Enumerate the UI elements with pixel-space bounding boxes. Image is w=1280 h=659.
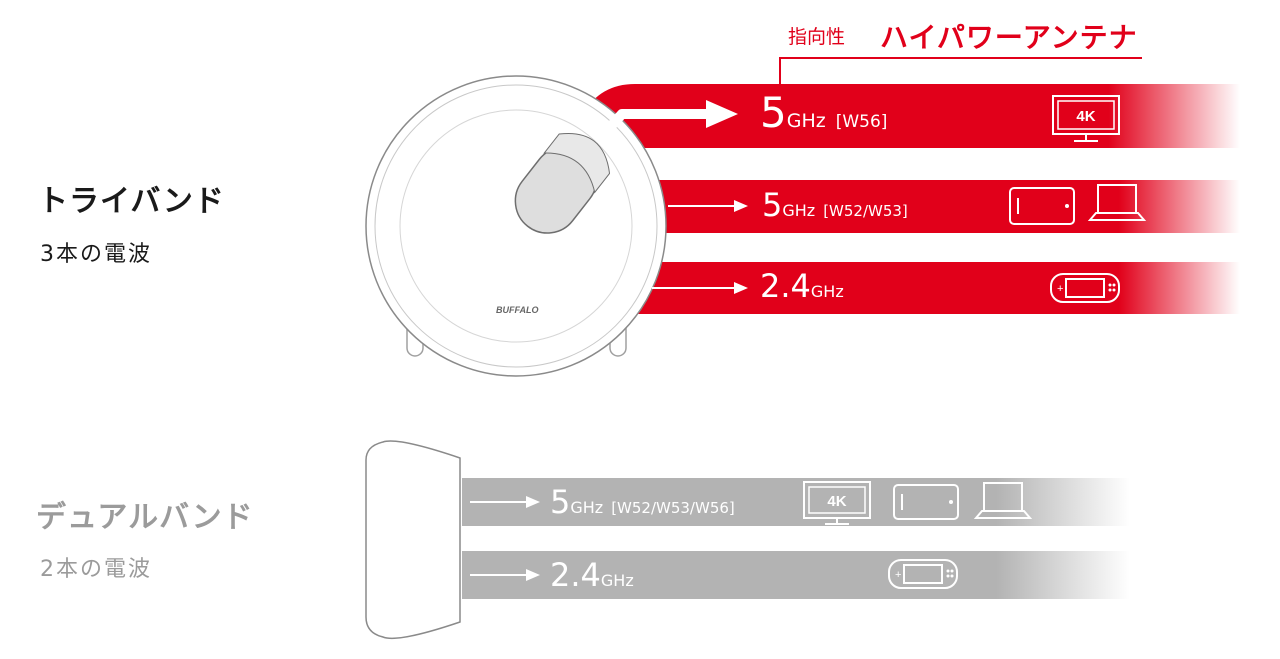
4k-tv-icon: 4K (1052, 95, 1120, 142)
annotation-directional: 指向性 (788, 26, 846, 48)
laptop-icon (1087, 184, 1147, 221)
band-label-5ghz-w52-w53: 5GHz[W52/W53] (762, 186, 908, 224)
smartphone-icon (893, 484, 959, 520)
brand-logo: BUFFALO (496, 305, 539, 315)
dual-band-label-5ghz: 5GHz[W52/W53/W56] (550, 483, 735, 521)
arrow-5ghz-w52-w53 (668, 200, 748, 212)
smartphone-icon (1009, 187, 1075, 225)
dualband-router (365, 440, 461, 640)
arrow-5ghz-w56 (599, 100, 738, 139)
beam-5ghz-w56 (583, 84, 1240, 148)
tv-4k-label: 4K (827, 493, 846, 510)
annotation-high-power-antenna: ハイパワーアンテナ (880, 21, 1138, 54)
triband-subtitle: 3本の電波 (40, 242, 152, 267)
arrow-dual-2-4ghz (470, 569, 540, 581)
dualband-subtitle: 2本の電波 (40, 557, 152, 582)
beam-dual-2-4ghz (462, 551, 1130, 599)
game-console-icon: + (1050, 273, 1120, 303)
annotation-line (779, 57, 1142, 84)
dualband-title: デュアルバンド (36, 500, 254, 535)
antenna (514, 132, 611, 234)
svg-text:+: + (895, 569, 901, 581)
dual-band-label-2-4ghz: 2.4GHz (550, 556, 634, 594)
arrow-2-4ghz (652, 282, 748, 294)
band-label-2-4ghz: 2.4GHz (760, 267, 844, 305)
triband-title: トライバンド (38, 184, 225, 219)
game-console-icon: + (888, 559, 958, 589)
arrow-dual-5ghz (470, 496, 540, 508)
4k-tv-icon: 4K (803, 481, 871, 525)
band-label-5ghz-w56: 5GHz[W56] (760, 88, 888, 137)
laptop-icon (973, 482, 1033, 519)
tv-4k-label: 4K (1076, 108, 1095, 125)
svg-text:+: + (1057, 283, 1063, 295)
